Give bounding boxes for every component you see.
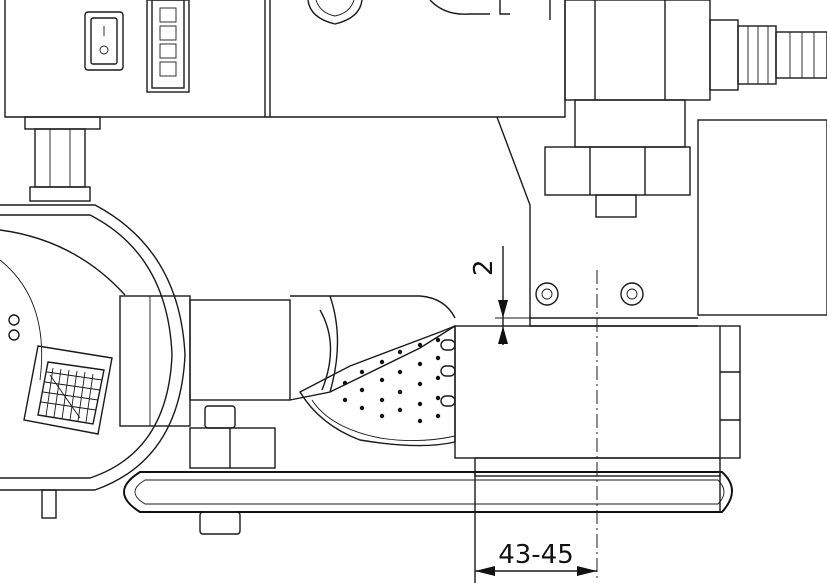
- heating-tube: [189, 295, 456, 401]
- power-switch-icon: [84, 11, 124, 71]
- hose-connector-icon: [709, 19, 827, 91]
- air-hole-pattern: [342, 337, 441, 424]
- bottom-bolt: [189, 405, 276, 535]
- gap-dimension-label: 2: [469, 259, 499, 276]
- screw-icon: [620, 282, 644, 306]
- right-housing: [496, 0, 827, 327]
- width-dimension: [474, 512, 597, 583]
- temperature-knob-icon: [307, 0, 363, 25]
- left-stem: [24, 116, 101, 202]
- nozzle-shoe: [299, 324, 456, 447]
- screw-icon: [535, 282, 559, 306]
- drive-belt: [123, 471, 733, 513]
- vent-grill-icon: [23, 345, 113, 435]
- width-dimension-label: 43-45: [498, 540, 574, 570]
- hex-nut-icon: [544, 146, 691, 218]
- digital-display-icon: [146, 0, 190, 93]
- top-housing: [4, 0, 566, 118]
- gap-dimension: [495, 246, 530, 345]
